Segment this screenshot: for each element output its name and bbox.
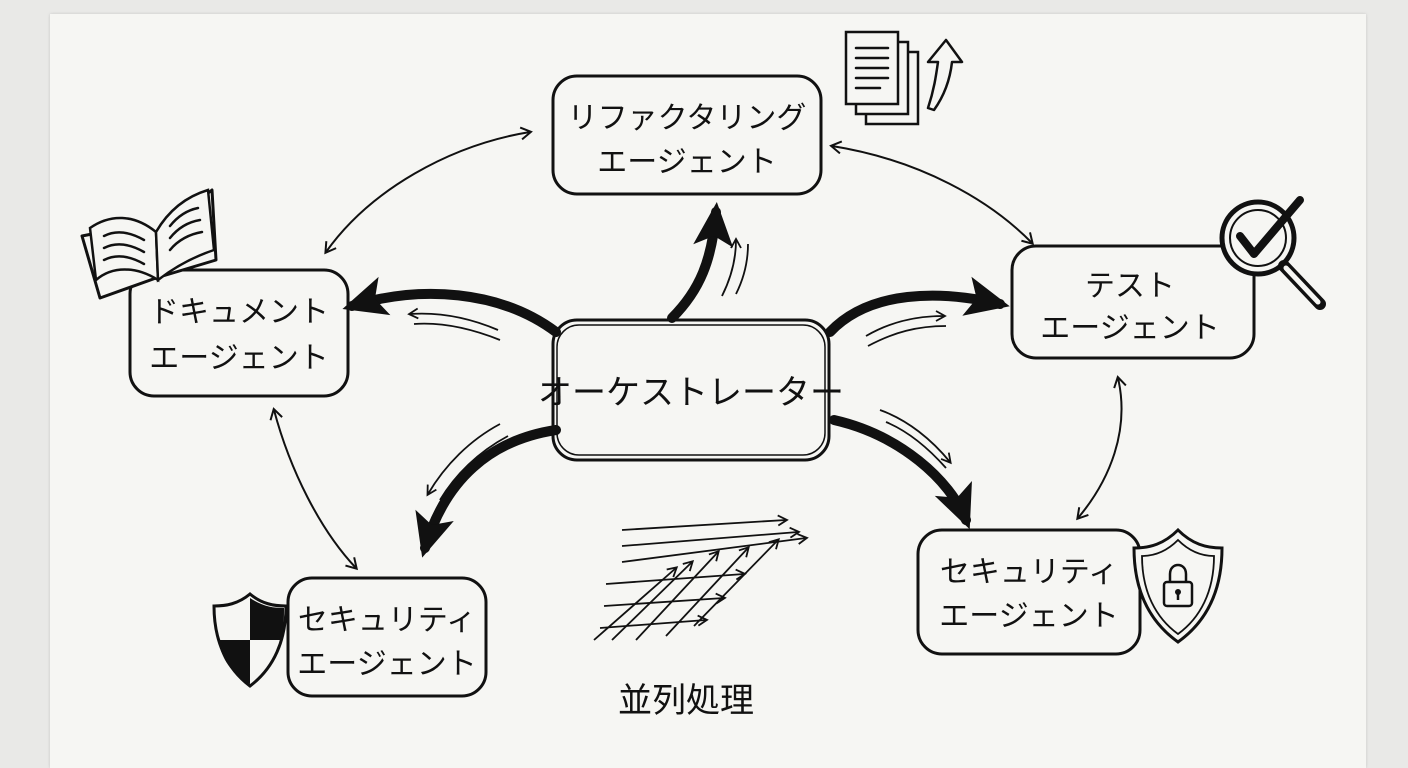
arrow-orchestrator-security-right [829,415,972,530]
link-test-security-right [1076,375,1127,521]
arrow-orchestrator-security-left [415,425,561,558]
security-right-label-line2: エージェント [939,599,1118,634]
link-document-security-left [269,407,359,571]
node-test: テスト エージェント [1010,244,1256,360]
test-label-line2: エージェント [1040,311,1219,346]
link-document-refactoring [324,126,533,255]
arrow-orchestrator-test [825,276,1010,337]
refactoring-label-line1: リファクタリング [568,101,807,136]
document-label-line1: ドキュメント [149,295,329,330]
shield-lock-icon [1132,527,1224,644]
security-left-label-line1: セキュリティ [298,603,476,638]
arrow-orchestrator-refactoring [667,202,734,323]
document-label-line2: エージェント [149,341,328,376]
parallel-arrows-icon [593,514,809,641]
node-security-right: セキュリティ エージェント [916,528,1142,656]
checkered-shield-icon [212,592,288,688]
documents-with-up-arrow-icon [844,30,964,126]
node-security-left: セキュリティ エージェント [286,576,488,698]
node-refactoring: リファクタリング エージェント [551,74,823,196]
magnifier-checkmark-icon [1219,196,1326,310]
parallel-processing-caption: 並列処理 [618,681,754,721]
open-book-icon [80,188,218,300]
node-document: ドキュメント エージェント [128,268,350,398]
orchestrator-label: オーケストレーター [538,373,844,413]
security-left-label-line2: エージェント [297,647,476,682]
security-right-label-line1: セキュリティ [940,555,1118,590]
motion-lines [407,237,952,501]
refactoring-label-line2: エージェント [597,145,776,180]
arrow-orchestrator-document [342,276,561,337]
test-label-line1: テスト [1085,269,1175,304]
node-orchestrator: オーケストレーター [538,318,844,462]
link-refactoring-test [829,140,1035,246]
